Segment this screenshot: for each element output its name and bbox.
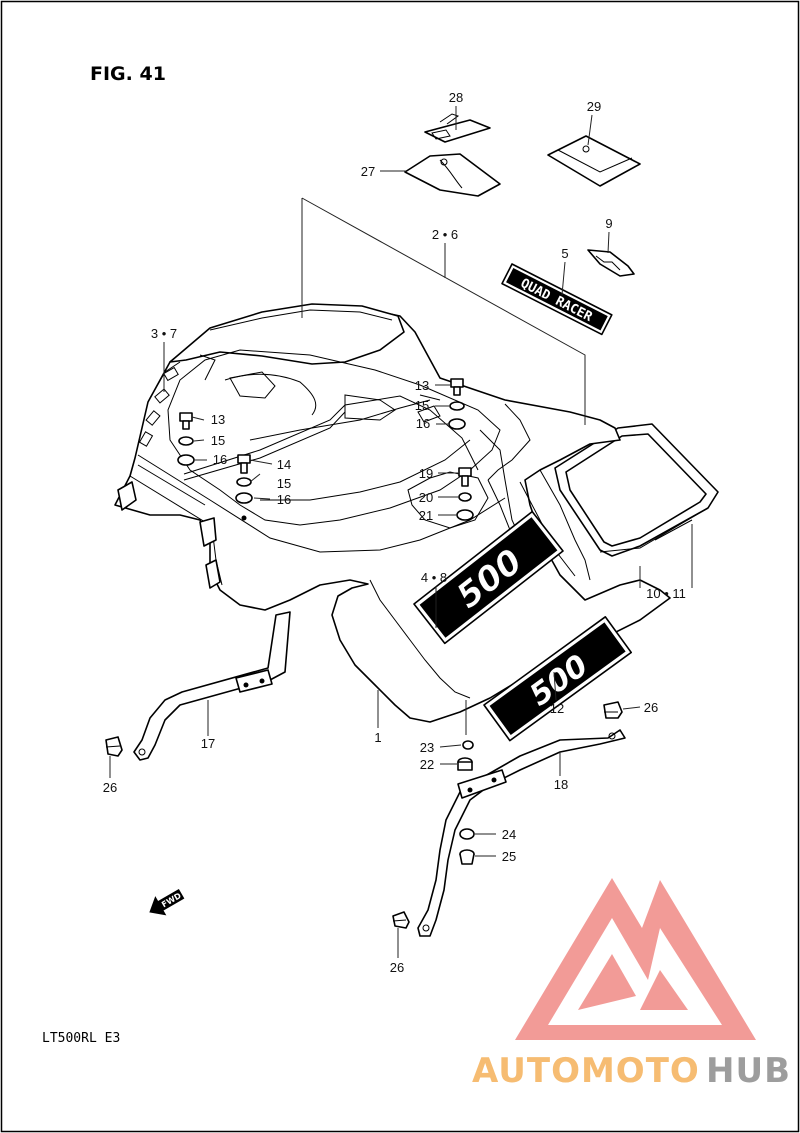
nut-16-left [177,454,195,466]
callout-22: 22 [420,757,434,772]
part-27-cover [404,153,501,197]
figure-title: FIG. 41 [90,63,166,85]
part-26-cap-left [105,736,123,757]
watermark-logo: AUTOMOTO HUB [472,878,791,1091]
callout-20: 20 [419,490,433,505]
part-1-rear-fender [114,303,671,723]
callout-2-6: 2 • 6 [432,227,458,242]
nut-16-center [235,492,253,504]
washer-20 [458,492,472,502]
callout-24: 24 [502,827,516,842]
callout-16-right: 16 [416,416,430,431]
bolt-19 [458,467,472,487]
callout-23: 23 [420,740,434,755]
callout-21: 21 [419,508,433,523]
callout-9: 9 [605,216,612,231]
fender-badge-500: 500 [413,510,564,645]
part-18-right-brace [417,729,626,937]
nut-21 [456,509,474,521]
nut-16-right [448,418,466,430]
callout-16-left: 16 [213,452,227,467]
part-5-decal: QUAD RACER [501,263,613,336]
callout-16-center: 16 [277,492,291,507]
callout-17: 17 [201,736,215,751]
model-code: LT500RL E3 [42,1031,120,1046]
callout-27: 27 [361,164,375,179]
callout-26-right: 26 [644,700,658,715]
callout-13-left: 13 [211,412,225,427]
callout-4-8: 4 • 8 [421,570,447,585]
callout-15-center: 15 [277,476,291,491]
callout-18: 18 [554,777,568,792]
callout-29: 29 [587,99,601,114]
leader-lines [109,106,693,958]
part-26-cap-right [603,701,623,719]
nut-25 [459,849,475,865]
callout-15-right: 15 [415,398,429,413]
fwd-arrow-icon: FWD [149,888,185,916]
callout-19: 19 [419,466,433,481]
callout-3-7: 3 • 7 [151,326,177,341]
bolt-13-right [450,378,464,396]
callout-25: 25 [502,849,516,864]
callout-13-right: 13 [415,378,429,393]
part-28-strap [424,113,491,143]
washer-15-right [449,401,465,411]
washer-24 [459,828,475,840]
callout-26-bottom: 26 [390,960,404,975]
callout-28: 28 [449,90,463,105]
watermark-text-a: AUTOMOTO [472,1051,700,1091]
callout-1: 1 [374,730,381,745]
callout-labels: 28 29 27 2 • 6 9 5 3 • 7 13 15 16 14 15 … [103,90,686,975]
callout-15-left: 15 [211,433,225,448]
part-26-cap-bottom [392,911,410,929]
part-9-emblem [587,249,635,277]
callout-14: 14 [277,457,291,472]
part-10-11-pad [554,423,719,557]
grommet-22 [457,757,473,771]
part-29-toolbag [547,135,641,187]
bolt-14 [237,454,251,474]
callout-5: 5 [561,246,568,261]
part-17-left-brace [133,611,291,761]
watermark-text-b: HUB [706,1051,791,1091]
callout-10-11: 10 • 11 [646,586,686,601]
washer-15-center [236,477,252,487]
fasteners [177,378,475,865]
collar-23 [462,740,474,750]
callout-26-left: 26 [103,780,117,795]
washer-15-left [178,436,194,446]
callout-12: 12 [550,701,564,716]
